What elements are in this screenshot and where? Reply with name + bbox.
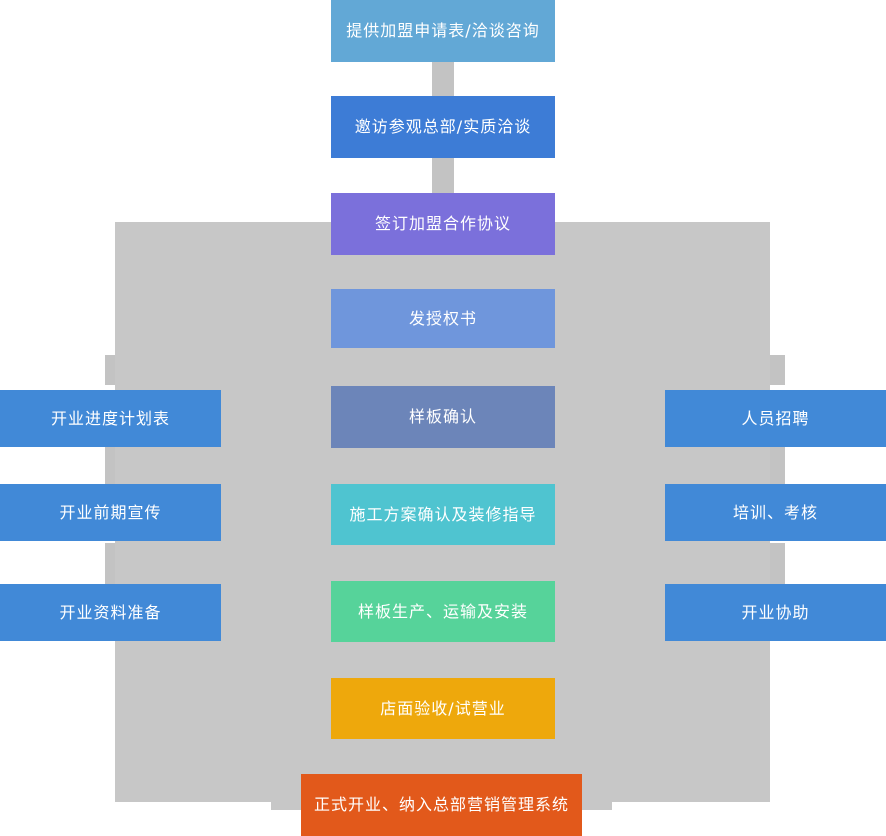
connector-top-2	[432, 158, 454, 193]
connector-stub	[770, 543, 785, 584]
node-opening-assistance: 开业协助	[665, 584, 886, 641]
node-issue-authorization: 发授权书	[331, 289, 555, 348]
connector-stub	[105, 543, 115, 584]
node-recruitment: 人员招聘	[665, 390, 886, 447]
connector-stub	[770, 355, 785, 385]
connector-stub	[105, 447, 115, 484]
node-visit-headquarters: 邀访参观总部/实质洽谈	[331, 96, 555, 158]
connector-stub	[770, 447, 785, 484]
node-opening-materials: 开业资料准备	[0, 584, 221, 641]
connector-stub	[271, 802, 301, 810]
node-production-transport-install: 样板生产、运输及安装	[331, 581, 555, 642]
node-construction-plan-guidance: 施工方案确认及装修指导	[331, 484, 555, 545]
connector-stub	[105, 355, 115, 385]
node-apply-consult: 提供加盟申请表/洽谈咨询	[331, 0, 555, 62]
node-opening-schedule: 开业进度计划表	[0, 390, 221, 447]
node-training-assessment: 培训、考核	[665, 484, 886, 541]
node-acceptance-trial-operation: 店面验收/试营业	[331, 678, 555, 739]
node-pre-opening-publicity: 开业前期宣传	[0, 484, 221, 541]
node-sign-agreement: 签订加盟合作协议	[331, 193, 555, 255]
connector-stub	[582, 802, 612, 810]
connector-top-1	[432, 62, 454, 96]
node-grand-opening-marketing-system: 正式开业、纳入总部营销管理系统	[301, 774, 582, 836]
node-sample-confirmation: 样板确认	[331, 386, 555, 448]
